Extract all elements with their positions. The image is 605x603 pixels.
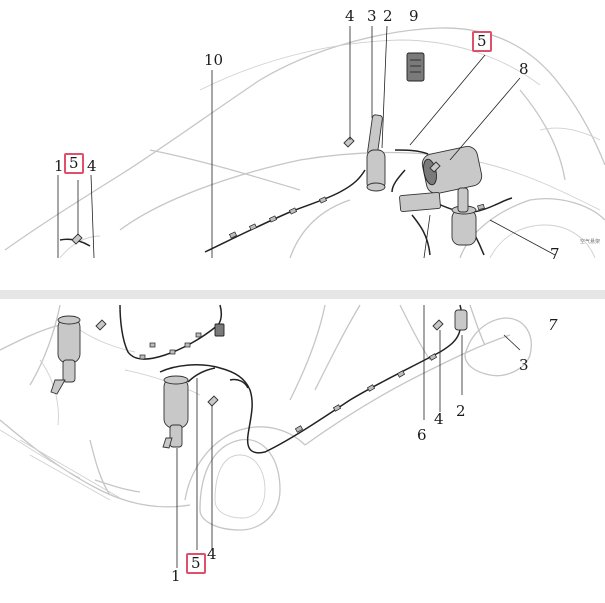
callout-8: 8 xyxy=(519,60,529,78)
bottom-car-outline xyxy=(0,304,532,531)
callout-2-bottom: 2 xyxy=(456,402,466,420)
bottom-small-parts xyxy=(95,309,468,407)
callout-7: 7 xyxy=(550,245,560,263)
bottom-front-air-strut-left xyxy=(50,315,81,395)
callout-6: 6 xyxy=(417,426,427,444)
top-leader-lines xyxy=(57,25,556,259)
top-compressor xyxy=(399,146,483,212)
callout-10: 10 xyxy=(204,51,224,69)
top-clips xyxy=(71,136,441,245)
callout-5-highlighted-bottom: 5 xyxy=(186,553,206,574)
callout-2: 2 xyxy=(383,7,393,25)
bottom-leader-lines xyxy=(176,305,521,568)
bottom-front-air-strut xyxy=(162,375,189,449)
callout-3-bottom: 3 xyxy=(519,356,529,374)
callout-3: 3 xyxy=(367,7,377,25)
panel-separator xyxy=(0,258,605,302)
callout-7-bottom: 7 xyxy=(548,316,558,334)
separator-strip xyxy=(0,290,605,299)
top-car-outline xyxy=(4,27,605,259)
callout-1-bottom: 1 xyxy=(171,567,181,585)
top-valve-block xyxy=(406,52,425,82)
side-note: 空气悬架 xyxy=(580,239,601,245)
callout-4: 4 xyxy=(87,157,97,175)
top-front-air-strut xyxy=(366,114,386,192)
callout-5-highlighted: 5 xyxy=(64,153,84,174)
callout-9: 9 xyxy=(409,7,419,25)
callout-1: 1 xyxy=(54,157,64,175)
callout-5-highlighted-top: 5 xyxy=(472,31,492,52)
bottom-wiring-harness xyxy=(119,304,463,454)
callout-4-bottom-right: 4 xyxy=(434,410,444,428)
top-rear-air-spring xyxy=(451,187,477,246)
callout-4-bottom-left: 4 xyxy=(207,545,217,563)
callout-4-top: 4 xyxy=(345,7,355,25)
